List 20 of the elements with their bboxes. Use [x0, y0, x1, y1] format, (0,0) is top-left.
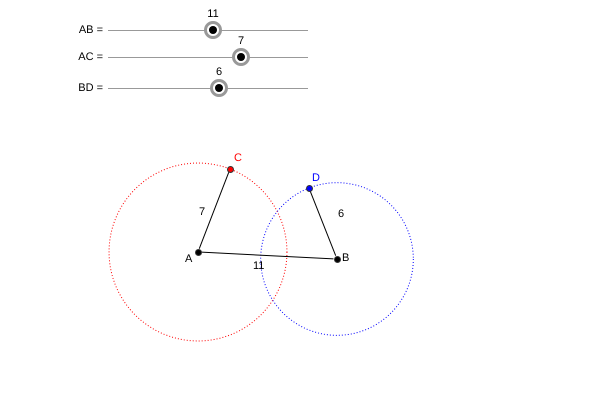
slider-value: 11 [207, 8, 219, 20]
slider-label: AC = [78, 51, 103, 63]
line-segment [201, 252, 334, 260]
edge-label: 11 [253, 261, 264, 272]
point-label: C [234, 153, 242, 164]
slider-value: 7 [238, 35, 244, 47]
point-label: D [312, 173, 320, 184]
point-label: A [185, 254, 192, 265]
point-dot [334, 256, 340, 262]
point-dot [194, 248, 202, 256]
edge-label: 7 [199, 207, 206, 218]
edge-label: 6 [338, 209, 344, 220]
point-label: B [342, 253, 350, 264]
point-dot [306, 184, 312, 192]
slider-value: 6 [216, 66, 222, 78]
slider-label: BD = [78, 82, 103, 94]
slider-label: AB = [78, 24, 103, 36]
point-dot [226, 166, 234, 172]
line-segment [198, 172, 230, 250]
line-segment [310, 190, 336, 256]
